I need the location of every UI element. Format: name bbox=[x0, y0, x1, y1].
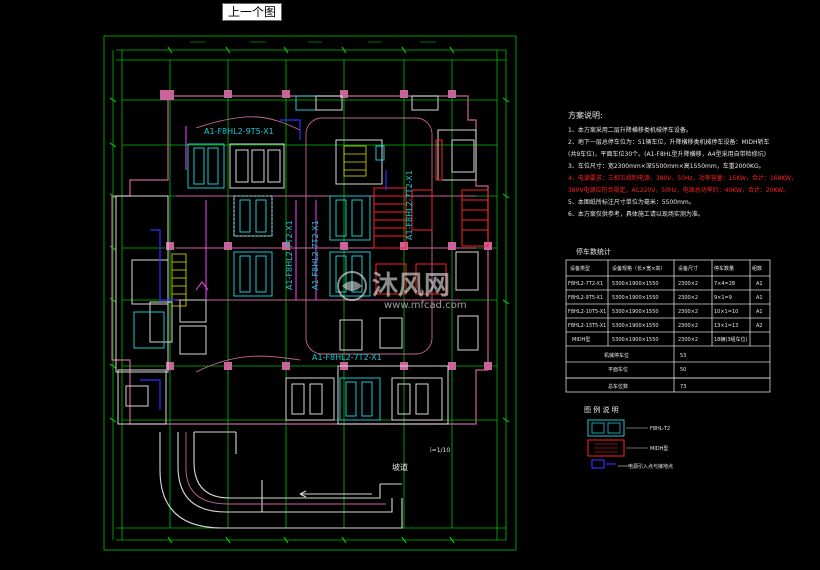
drive-lanes bbox=[176, 116, 476, 373]
parking-units-red bbox=[373, 139, 489, 295]
summary-value: 53 bbox=[680, 353, 686, 359]
design-notes: 方案说明: 1、本方案采用二层升降横移类机械停车设备。 2、地下一层总停车位为：… bbox=[568, 110, 797, 218]
table-cell: 7×4=28 bbox=[714, 281, 735, 287]
notes-line: 4、电源要求：三相五线制电源，380V，50Hz，功率容量：15KW，合计：16… bbox=[568, 174, 797, 182]
summary-value: 50 bbox=[680, 367, 686, 373]
table-title: 停车数统计 bbox=[576, 247, 611, 256]
slope-label: i=1/10 bbox=[430, 447, 450, 454]
table-cell: 2300×2 bbox=[678, 337, 698, 343]
table-cell: A1 bbox=[756, 295, 763, 301]
table-cell: A1 bbox=[756, 281, 763, 287]
watermark-brand: 沐风网 bbox=[372, 271, 450, 301]
table-cell: 2300×2 bbox=[678, 295, 698, 301]
unit-label-vert-mid: A1-F8HL2-7T2-X1 bbox=[311, 220, 320, 290]
summary-label: 机械停车位 bbox=[604, 352, 629, 359]
unit-labels: A1-F8HL2-9T5-X1 A1-F8HL2-7T2-X1 A1-F8HL2… bbox=[204, 127, 450, 472]
stats-table: 停车数统计 设备类型 设备规格（长×宽×高） 设备尺寸 停车数量 组数 F8HL… bbox=[565, 247, 771, 393]
table-cell: F8HL2-13T5-X1 bbox=[568, 323, 606, 329]
table-cell: 2300×2 bbox=[678, 323, 698, 329]
watermark-url: www.mfcad.com bbox=[384, 300, 467, 311]
unit-label-vert-right: A1-F8HL2-7T2-X1 bbox=[405, 170, 414, 240]
traffic-flow bbox=[185, 126, 317, 300]
notes-line: 6、本方案仅供参考，具体施工请以现场实测为准。 bbox=[568, 210, 704, 218]
summary-label: 平面车位 bbox=[608, 366, 628, 373]
parking-units-white bbox=[179, 95, 479, 421]
table-header: 组数 bbox=[752, 265, 762, 272]
notes-title: 方案说明: bbox=[568, 110, 603, 120]
summary-label-total: 总车位数 bbox=[608, 383, 628, 390]
table-cell: 9×1=9 bbox=[714, 295, 732, 301]
table-cell: F8HL2-10T5-X1 bbox=[568, 309, 606, 315]
legend-title: 图 例 说 明 bbox=[584, 405, 619, 414]
table-cell: 5300×1900×1550 bbox=[612, 323, 659, 329]
legend-swatch-f8hl bbox=[587, 419, 625, 437]
watermark-logo-icon bbox=[337, 271, 367, 301]
table-cell: 2300×2 bbox=[678, 281, 698, 287]
legend-label: F8HL-T2 bbox=[650, 426, 670, 432]
table-cell: F8HL2-7T2-X1 bbox=[568, 281, 603, 287]
table-cell: 2300×2 bbox=[678, 309, 698, 315]
table-cell: 5300×1900×1550 bbox=[612, 295, 659, 301]
table-cell: 5300×1900×1550 bbox=[612, 309, 659, 315]
table-cell: 5300×1900×1550 bbox=[612, 337, 659, 343]
table-header: 设备规格（长×宽×高） bbox=[612, 265, 665, 272]
notes-line: 380V电源应符合规定，AC220V，50Hz，电源总功率约：40KW，合计：2… bbox=[568, 186, 789, 194]
legend-label: MIDH型 bbox=[650, 445, 668, 452]
unit-label-vert-left: A1-F8HL2-7T2-X1 bbox=[285, 220, 294, 290]
table-cell: A2 bbox=[756, 323, 763, 329]
notes-line: 1、本方案采用二层升降横移类机械停车设备。 bbox=[568, 126, 692, 134]
legend-swatch-midh bbox=[587, 439, 625, 457]
stairs bbox=[171, 145, 367, 307]
legend: 图 例 说 明 F8HL-T2 MIDH型 电源引入点与接地点 bbox=[584, 405, 673, 470]
ramp-stripe bbox=[185, 432, 386, 505]
watermark: 沐风网 www.mfcad.com bbox=[337, 271, 467, 311]
table-cell: 10×1=10 bbox=[714, 309, 738, 315]
interior-walls bbox=[115, 129, 477, 425]
table-cell: A1 bbox=[756, 309, 763, 315]
table-cell: MIDH型 bbox=[572, 336, 590, 343]
table-header: 设备尺寸 bbox=[678, 265, 698, 272]
table-cell: 5300×1900×1550 bbox=[612, 281, 659, 287]
table-header: 停车数量 bbox=[714, 265, 734, 272]
prev-layer-button[interactable]: 上一个图层 bbox=[222, 3, 282, 35]
table-header: 设备类型 bbox=[570, 265, 590, 272]
ramp bbox=[159, 431, 403, 529]
axis-grid bbox=[103, 35, 517, 551]
ramp-label: 坡道 bbox=[392, 462, 408, 472]
legend-swatch-power bbox=[591, 459, 605, 469]
summary-value-total: 73 bbox=[680, 384, 686, 390]
notes-line: 3、车位尺寸：宽2300mm×深5500mm×高1550mm，车重2000KG。 bbox=[568, 162, 765, 170]
power-wiring bbox=[140, 119, 387, 410]
notes-line: (共9车位)，平面车位30个。(A1-F8HL型升降横移，A4型采用自带检修坑) bbox=[568, 150, 766, 158]
table-cell: 18辆(3组车位) bbox=[714, 336, 747, 343]
notes-line: 2、地下一层总停车位为：51辆车位，升降横移类机械停车设备：MIDH轿车 bbox=[568, 138, 770, 146]
table-cell: F8HL2-9T5-X1 bbox=[568, 295, 603, 301]
notes-line: 5、本图纸所标注尺寸单位为毫米：5500mm。 bbox=[568, 198, 695, 206]
table-cell: 13×1=13 bbox=[714, 323, 738, 329]
outer-wall bbox=[111, 90, 492, 425]
unit-label-bottom: A1-F8HL2-7T2-X1 bbox=[312, 353, 382, 362]
unit-label-top: A1-F8HL2-9T5-X1 bbox=[204, 127, 274, 136]
legend-label: 电源引入点与接地点 bbox=[628, 463, 673, 470]
